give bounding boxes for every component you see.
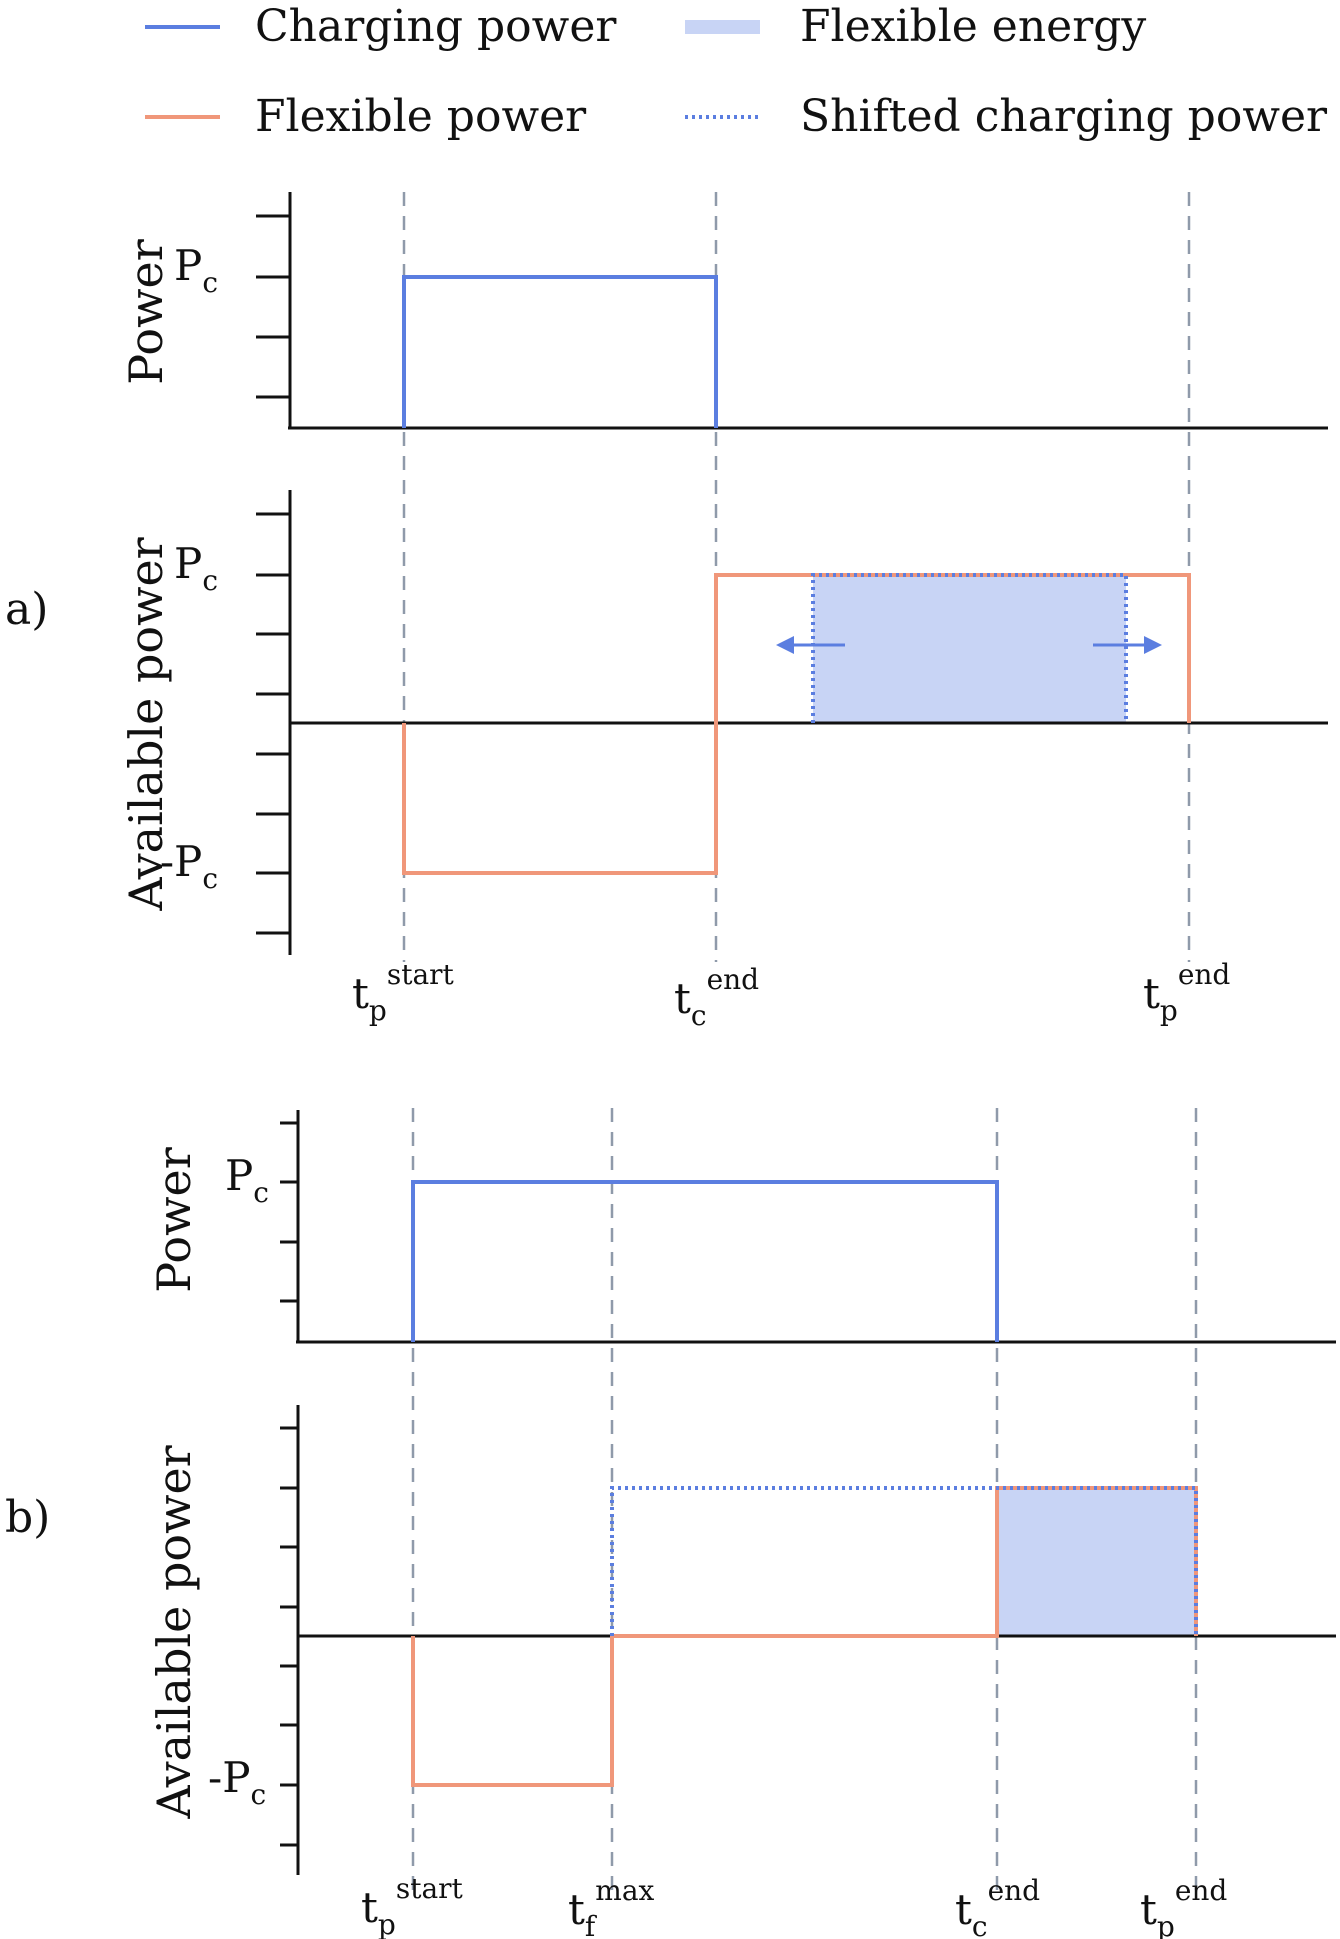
- panel-a-shift-right-arrow: [1093, 636, 1162, 654]
- panel-a-label: a): [5, 584, 48, 635]
- panel-b-top-axes: [280, 1110, 1336, 1344]
- panel-b-shifted-line: [610, 1486, 1198, 1636]
- panel-b-bottom-neg-pc: -Pc: [208, 1753, 266, 1811]
- legend-energy-label: Flexible energy: [800, 1, 1146, 52]
- panel-b-charging-line: [411, 1180, 999, 1342]
- panel-a-bottom-neg-pc: -Pc: [160, 837, 218, 895]
- panel-a-energy-fill: [813, 575, 1126, 723]
- panel-a-bottom-axes: [256, 490, 292, 955]
- panel-b-top-ylabel: Power: [147, 1147, 201, 1292]
- panel-b: b) Power Pc: [5, 1108, 1336, 1939]
- legend-energy-swatch: [685, 20, 760, 34]
- legend-flexible-label: Flexible power: [255, 91, 587, 142]
- panel-b-label: b): [5, 1492, 50, 1543]
- panel-a-bottom-pc: Pc: [174, 539, 218, 597]
- panel-a-flexible-line: [402, 573, 1191, 875]
- panel-a-tick-tp-start: tpstart: [352, 958, 455, 1027]
- panel-b-bottom-ylabel: Available power: [147, 1445, 201, 1819]
- panel-b-tick-tp-end: tpend: [1140, 1874, 1227, 1939]
- panel-a-tick-tp-end: tpend: [1143, 958, 1230, 1027]
- panel-a-tick-tc-end: tcend: [674, 963, 759, 1032]
- panel-a-shifted-line: [811, 573, 1128, 723]
- panel-b-energy-fill: [997, 1488, 1196, 1636]
- legend-shifted-label: Shifted charging power: [800, 91, 1328, 142]
- panel-a: a) Power Pc: [5, 192, 1328, 1032]
- panel-b-tick-tp-start: tpstart: [361, 1872, 464, 1939]
- panel-b-bottom-axes: [280, 1405, 300, 1875]
- panel-a-top-axes: [256, 192, 1328, 430]
- panel-b-tick-tf-max: tfmax: [568, 1874, 655, 1939]
- panel-a-bottom-ylabel: Available power: [119, 537, 173, 911]
- panel-b-tick-tc-end: tcend: [955, 1874, 1040, 1939]
- panel-a-charging-line: [402, 275, 718, 428]
- panel-a-top-ylabel: Power: [119, 239, 173, 384]
- panel-b-flexible-line: [411, 1486, 1198, 1787]
- panel-a-top-pc: Pc: [174, 241, 218, 299]
- legend: Charging power Flexible power Flexible e…: [145, 1, 1328, 142]
- panel-b-top-pc: Pc: [225, 1151, 269, 1209]
- panel-a-shift-left-arrow: [776, 636, 845, 654]
- legend-charging-label: Charging power: [255, 1, 617, 52]
